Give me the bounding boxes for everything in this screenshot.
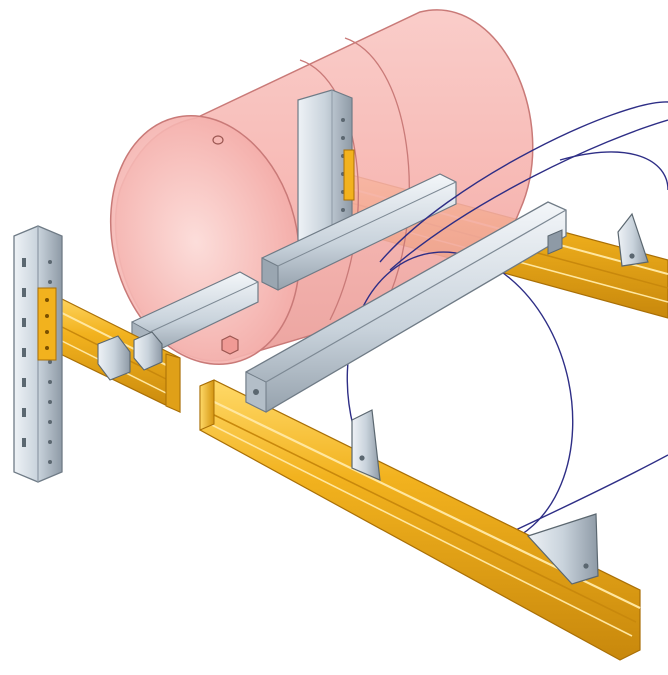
chock-front-left: [351, 409, 381, 481]
upright-column: [13, 225, 63, 483]
beam-clip: [97, 331, 163, 381]
chock-front-right: [526, 513, 599, 585]
drum-cradle-chock: [351, 212, 649, 585]
cross-support-bar: [245, 201, 567, 413]
drum-bung-bottom: [221, 335, 239, 355]
front-beam: [199, 379, 641, 661]
drum-bung-top: [212, 135, 224, 145]
chock-rear-right: [617, 212, 649, 267]
